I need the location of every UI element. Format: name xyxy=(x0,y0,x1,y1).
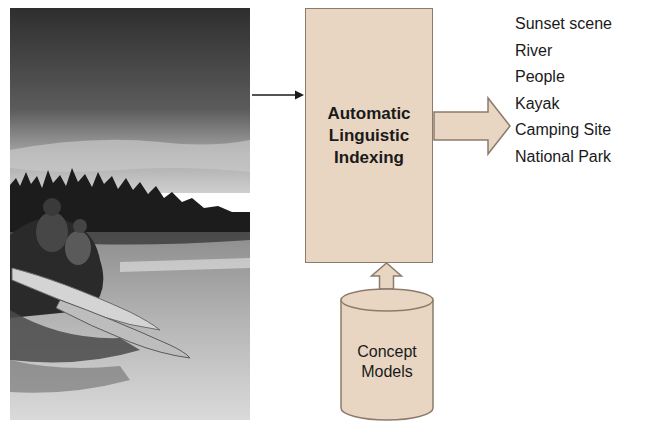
block-arrow xyxy=(372,263,402,289)
input-arrow xyxy=(252,91,304,100)
index-term: Sunset scene xyxy=(515,14,612,34)
output-arrow xyxy=(434,98,510,154)
index-term: People xyxy=(515,67,565,87)
process-label: Automatic Linguistic Indexing xyxy=(314,103,424,169)
store-label: Concept Models xyxy=(346,342,428,382)
index-term: River xyxy=(515,41,552,61)
photo xyxy=(10,8,250,420)
index-term: Camping Site xyxy=(515,120,611,140)
index-term: National Park xyxy=(515,147,611,167)
index-term: Kayak xyxy=(515,94,559,114)
process-box: Automatic Linguistic Indexing xyxy=(305,8,433,263)
database-cylinder: Concept Models xyxy=(340,288,434,420)
